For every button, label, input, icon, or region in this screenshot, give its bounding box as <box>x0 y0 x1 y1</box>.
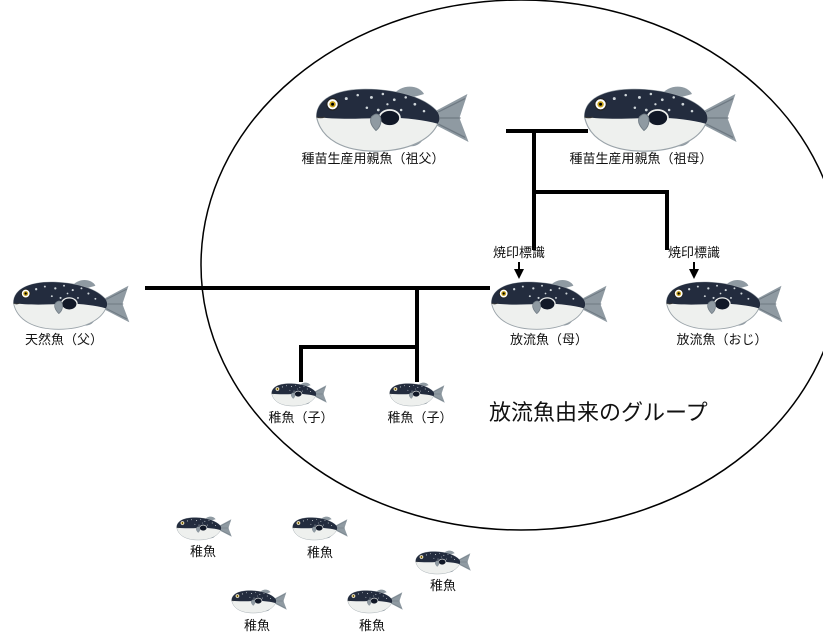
wild-father-fish <box>12 279 131 330</box>
wild-father-label: 天然魚（父） <box>24 333 104 348</box>
released-mother-fish <box>490 279 609 330</box>
juvenile-label-3: 稚魚 <box>429 579 457 594</box>
juvenile-fish-5 <box>347 589 404 614</box>
grandmother-label: 種苗生産用親魚（祖母） <box>569 152 713 167</box>
juvenile-label-1: 稚魚 <box>189 545 217 560</box>
released-uncle-fish <box>665 279 784 330</box>
released-uncle-label: 放流魚（おじ） <box>676 333 768 348</box>
juvenile-child-2-fish <box>389 382 446 407</box>
juvenile-fish-1 <box>176 516 233 541</box>
juvenile-label-5: 稚魚 <box>358 619 386 634</box>
juvenile-child-2-label: 稚魚（子） <box>387 411 453 426</box>
grandfather-fish <box>315 85 470 153</box>
juvenile-fish-4 <box>231 589 288 614</box>
grandmother-fish <box>583 85 738 153</box>
mark-label-uncle: 焼印標識 <box>667 246 721 261</box>
pedigree-lines <box>145 129 669 382</box>
mark-label-mother: 焼印標識 <box>492 246 546 261</box>
juvenile-label-4: 稚魚 <box>243 619 271 634</box>
released-mother-label: 放流魚（母） <box>509 333 589 348</box>
juvenile-child-1-fish <box>271 382 328 407</box>
grandfather-label: 種苗生産用親魚（祖父） <box>301 152 445 167</box>
group-label: 放流魚由来のグループ <box>489 401 708 426</box>
juvenile-label-2: 稚魚 <box>306 546 334 561</box>
juvenile-fish-3 <box>415 550 472 575</box>
juvenile-child-1-label: 稚魚（子） <box>268 411 334 426</box>
released-group-ellipse <box>200 0 823 531</box>
juvenile-fish-2 <box>292 516 349 541</box>
